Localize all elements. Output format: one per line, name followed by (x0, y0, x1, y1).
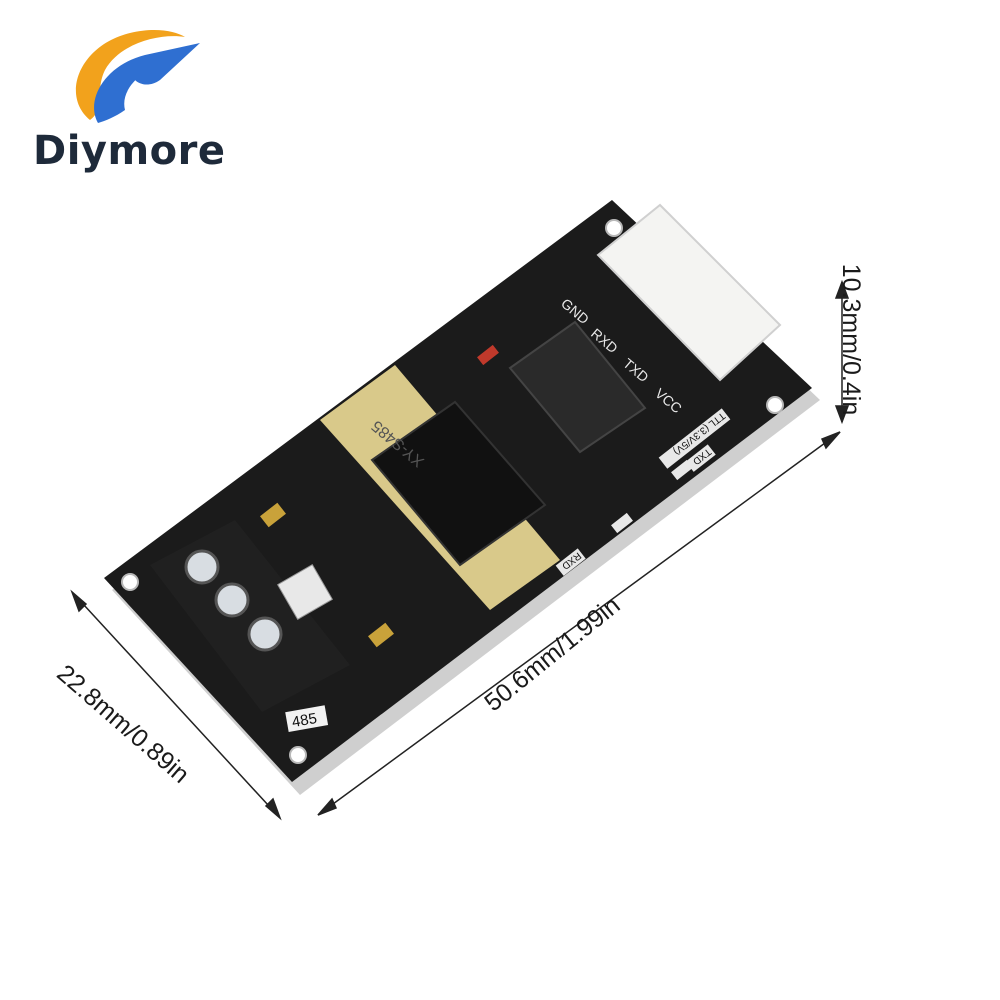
ic-chip (508, 320, 647, 454)
screw-terminal (214, 582, 250, 618)
diode (477, 344, 499, 366)
mount-hole (121, 573, 139, 591)
dimension-lines (70, 279, 850, 821)
smd-capacitor (260, 502, 286, 528)
diymore-logo-icon (75, 30, 200, 123)
txd-led (671, 459, 693, 481)
inductor (276, 563, 334, 621)
screw-terminal (247, 616, 283, 652)
mount-hole (289, 746, 307, 764)
rxd-led (611, 512, 633, 534)
jst-connector (596, 203, 782, 382)
screw-terminal (184, 549, 220, 585)
mount-hole (766, 396, 784, 414)
main-chip (370, 400, 547, 567)
mount-hole (605, 219, 623, 237)
brand-name: Diymore (33, 128, 226, 174)
smd-capacitor (368, 622, 394, 648)
connector-label-485: 485 (285, 705, 329, 732)
svg-text:485: 485 (291, 710, 319, 731)
height-dimension: 10.3mm/0.4in (837, 263, 866, 416)
